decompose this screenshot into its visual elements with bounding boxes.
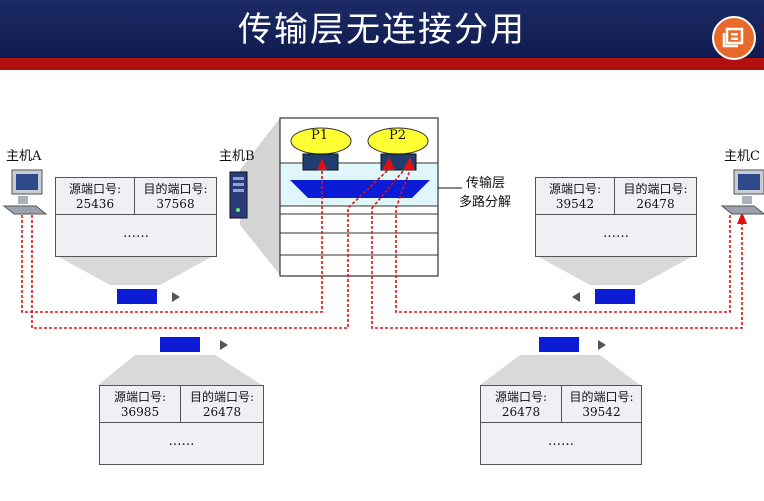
demux-label: 多路分解 <box>459 195 512 210</box>
src-port-label: 源端口号: <box>548 182 602 196</box>
more-fields: …… <box>603 226 629 241</box>
more-fields: …… <box>548 434 574 449</box>
process-p1-label: P1 <box>311 128 329 143</box>
path-p2-to-c <box>395 169 731 313</box>
path-c-to-p2 <box>371 208 743 329</box>
cone-a-to-b <box>55 255 215 285</box>
demux-trapezoid <box>290 180 430 198</box>
segment-a-to-b <box>117 289 157 304</box>
dst-port-value: 37568 <box>156 197 195 211</box>
segment-b-to-a <box>160 337 200 352</box>
title-underline <box>0 58 764 70</box>
src-port-label: 源端口号: <box>494 390 548 404</box>
src-port-value: 36985 <box>120 405 160 419</box>
arrowhead-p2-c <box>403 157 415 170</box>
segment-c-to-b <box>595 289 635 304</box>
arrow-left-icon <box>572 292 580 302</box>
cone-b-to-c <box>480 355 640 385</box>
arrowhead-host-c <box>737 212 747 224</box>
host-a-label: 主机A <box>6 149 42 164</box>
arrowhead-p1 <box>317 158 327 170</box>
dst-port-value: 26478 <box>202 405 242 419</box>
arrowhead-p2-a <box>382 157 395 170</box>
src-port-label: 源端口号: <box>68 182 122 196</box>
cone-c-to-b <box>535 255 695 285</box>
host-b-server-icon <box>229 171 248 219</box>
arrow-right-icon <box>598 340 606 350</box>
segment-header-b-to-a: 源端口号: 目的端口号: 36985 26478 …… <box>99 385 264 465</box>
logo-icon <box>712 16 756 60</box>
dst-port-value: 26478 <box>636 197 675 211</box>
path-c-to-p2-upper <box>371 169 405 209</box>
src-port-value: 39542 <box>555 197 595 211</box>
host-c-computer-icon <box>720 169 764 215</box>
path-a-to-p1 <box>21 170 323 313</box>
src-port-value: 25436 <box>75 197 115 211</box>
server-zoom-cone <box>240 118 280 275</box>
segment-header-b-to-c: 源端口号: 目的端口号: 26478 39542 …… <box>480 385 642 465</box>
process-p2-label: P2 <box>389 128 407 143</box>
dst-port-value: 39542 <box>582 405 621 419</box>
segment-b-to-c <box>539 337 579 352</box>
slide-title: 传输层无连接分用 <box>238 10 526 50</box>
dst-port-label: 目的端口号: <box>569 390 634 404</box>
host-a-computer-icon <box>2 169 48 215</box>
dst-port-label: 目的端口号: <box>623 182 688 196</box>
src-port-label: 源端口号: <box>113 390 167 404</box>
segment-header-c-to-b: 源端口号: 目的端口号: 39542 26478 …… <box>535 177 697 257</box>
arrow-right-icon <box>220 340 228 350</box>
dst-port-label: 目的端口号: <box>143 182 208 196</box>
dst-port-label: 目的端口号: <box>189 390 255 404</box>
host-c-label: 主机C <box>724 149 760 164</box>
cone-b-to-a <box>98 355 262 385</box>
title-bar <box>0 0 764 58</box>
more-fields: …… <box>168 434 195 449</box>
host-b-label: 主机B <box>219 149 255 164</box>
segment-header-a-to-b: 源端口号: 目的端口号: 25436 37568 …… <box>55 177 217 257</box>
path-a-to-p2 <box>31 169 389 329</box>
transport-layer-label: 传输层 <box>466 176 506 191</box>
arrow-right-icon <box>172 292 180 302</box>
more-fields: …… <box>123 226 149 241</box>
src-port-value: 26478 <box>501 405 541 419</box>
